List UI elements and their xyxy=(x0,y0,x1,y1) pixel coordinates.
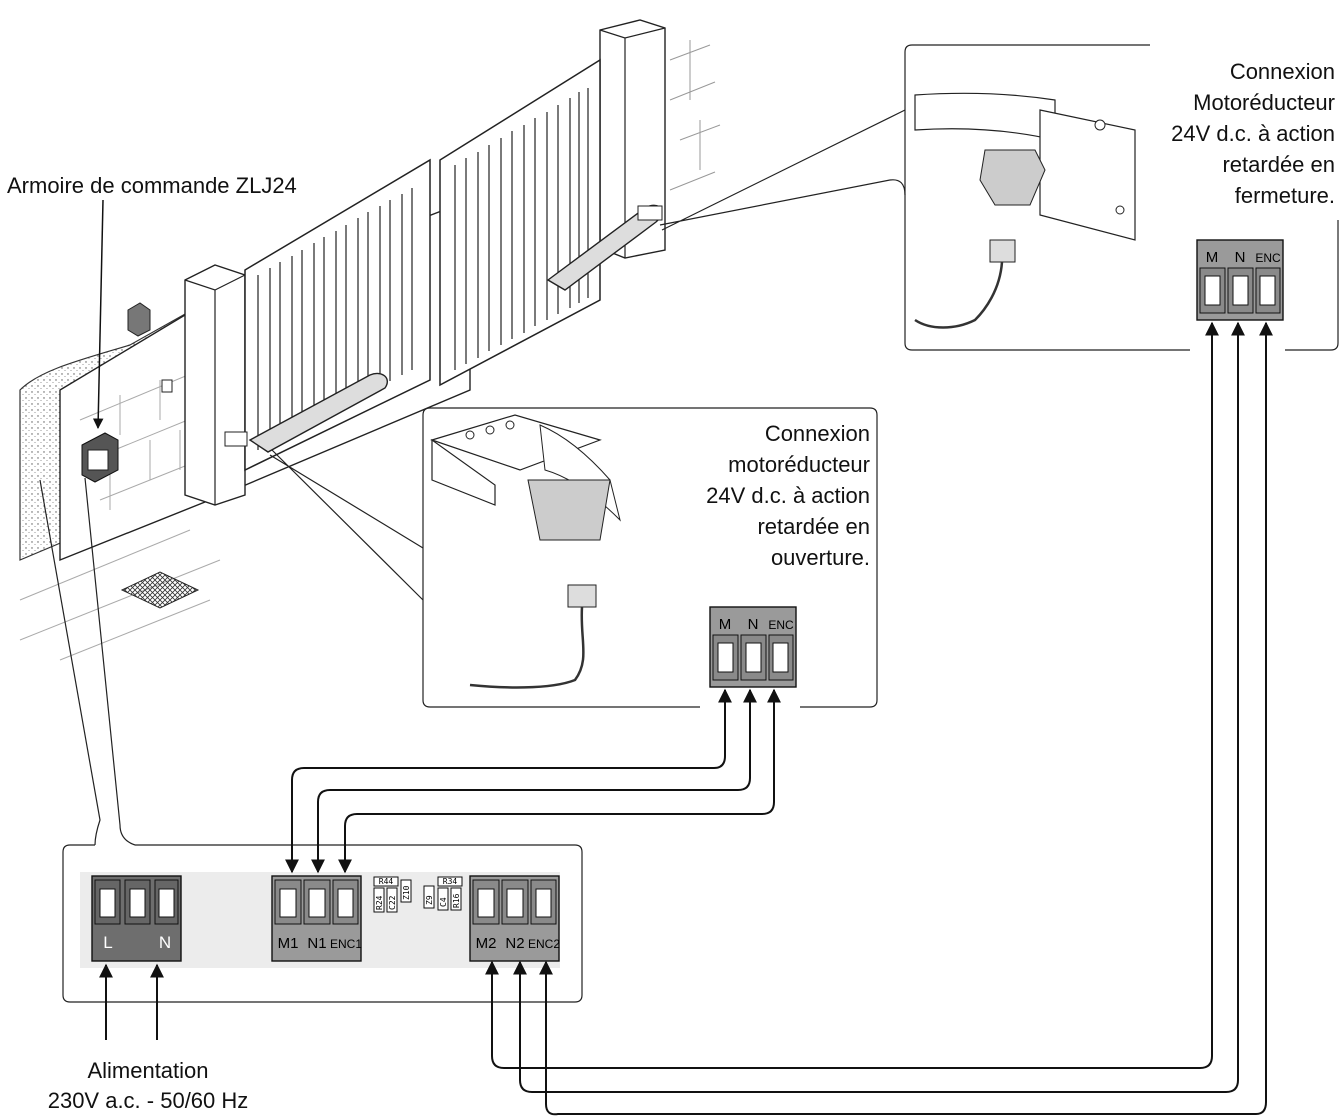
svg-text:retardée en: retardée en xyxy=(757,514,870,539)
wires-motor2 xyxy=(485,321,1273,1116)
component-r34: R34 xyxy=(443,877,458,886)
key-selector-icon xyxy=(161,379,173,393)
motor1-label-n: N xyxy=(748,616,759,633)
motor2-label-m: M xyxy=(1206,249,1219,266)
component-c4: C4 xyxy=(439,897,448,907)
opening-motor-label: Connexion motoréducteur 24V d.c. à actio… xyxy=(706,421,870,570)
motor2-terminal-block: M N ENC xyxy=(1196,239,1284,321)
board-components: R44 R24 C22 Z10 Z9 R34 C4 R16 xyxy=(373,876,463,913)
right-gate-leaf xyxy=(439,58,601,387)
board-terminal-m2: M2 N2 ENC2 xyxy=(469,875,560,962)
component-r16: R16 xyxy=(452,893,461,908)
svg-text:retardée en: retardée en xyxy=(1222,152,1335,177)
motor2-label-enc: ENC xyxy=(1255,251,1281,265)
component-r44: R44 xyxy=(379,877,394,886)
svg-text:fermeture.: fermeture. xyxy=(1235,183,1335,208)
svg-text:24V d.c. à action: 24V d.c. à action xyxy=(706,483,870,508)
board-terminal-m1: M1 N1 ENC1 xyxy=(271,875,362,962)
closing-motor-label: Connexion Motoréducteur 24V d.c. à actio… xyxy=(1171,59,1335,208)
terminal-label-m2: M2 xyxy=(476,935,497,952)
svg-text:Motoréducteur: Motoréducteur xyxy=(1193,90,1335,115)
power-label-line1: Alimentation xyxy=(87,1058,208,1083)
control-box-label: Armoire de commande ZLJ24 xyxy=(7,173,297,198)
power-terminal-block: L N xyxy=(91,875,182,962)
wires-power xyxy=(99,963,164,1040)
terminal-label-l: L xyxy=(103,933,112,952)
control-box-arrow xyxy=(92,199,104,430)
svg-text:motoréducteur: motoréducteur xyxy=(728,452,870,477)
terminal-label-n: N xyxy=(159,933,171,952)
left-gate-leaf xyxy=(244,158,431,472)
motor1-label-enc: ENC xyxy=(768,618,794,632)
component-z9: Z9 xyxy=(425,895,434,905)
svg-text:Connexion: Connexion xyxy=(765,421,870,446)
terminal-label-m1: M1 xyxy=(278,935,299,952)
drain-grate xyxy=(120,571,200,609)
motor1-terminal-block: M N ENC xyxy=(709,606,797,688)
motor1-label-m: M xyxy=(719,616,732,633)
motor2-label-n: N xyxy=(1235,249,1246,266)
component-z10: Z10 xyxy=(402,885,411,900)
component-c22: C22 xyxy=(388,895,397,910)
svg-text:Connexion: Connexion xyxy=(1230,59,1335,84)
gate-illustration xyxy=(19,19,721,661)
component-r24: R24 xyxy=(375,895,384,910)
left-actuator xyxy=(248,372,388,453)
terminal-label-enc1: ENC1 xyxy=(330,937,362,951)
power-label-line2: 230V a.c. - 50/60 Hz xyxy=(48,1088,249,1113)
svg-text:24V d.c. à action: 24V d.c. à action xyxy=(1171,121,1335,146)
svg-text:ouverture.: ouverture. xyxy=(771,545,870,570)
terminal-label-n1: N1 xyxy=(307,935,326,952)
photocell-icon xyxy=(127,302,151,337)
control-box-icon xyxy=(81,432,119,483)
terminal-label-n2: N2 xyxy=(505,935,524,952)
terminal-label-enc2: ENC2 xyxy=(528,937,560,951)
